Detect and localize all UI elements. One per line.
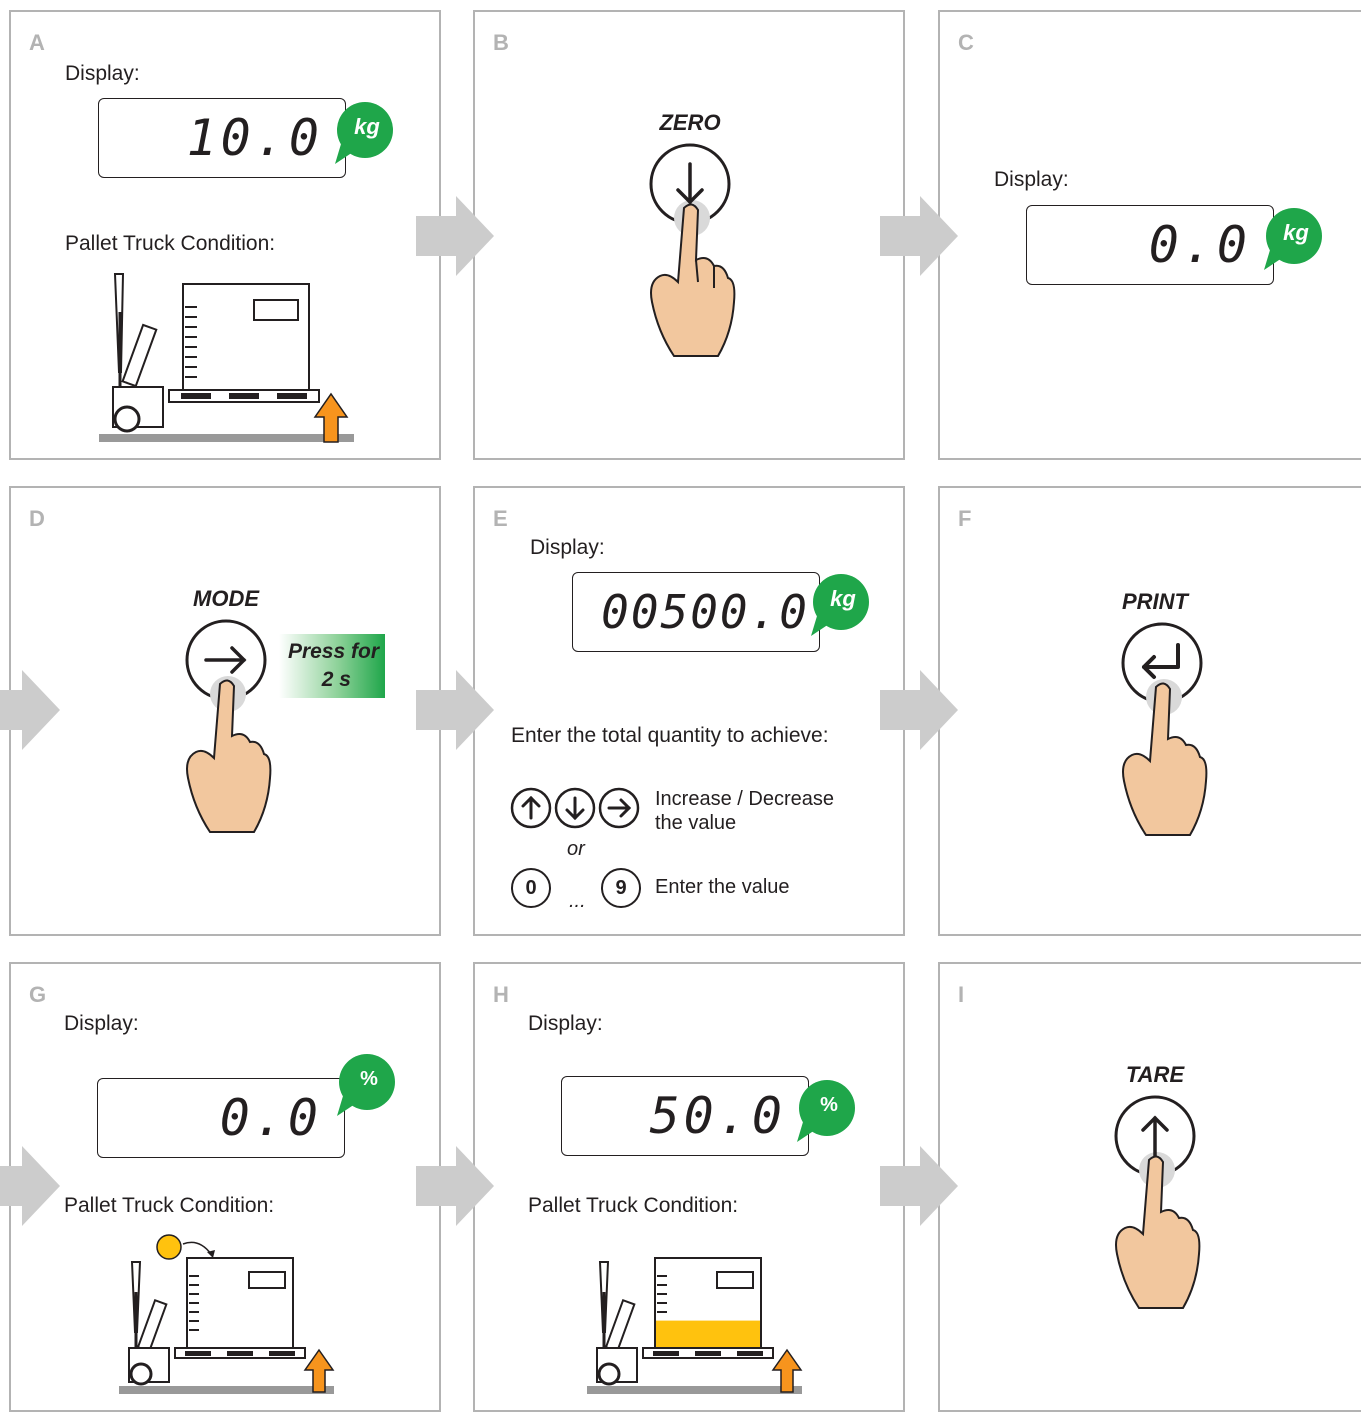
increase-decrease-text: Increase / Decrease	[655, 788, 834, 811]
flow-arrow-g-h	[416, 1146, 496, 1226]
unit-text: %	[797, 1072, 861, 1138]
key-nine-label: 9	[615, 877, 626, 900]
panel-letter: H	[493, 982, 509, 1008]
flow-arrow-c-d	[0, 670, 62, 750]
zero-button[interactable]	[648, 142, 738, 372]
key-zero[interactable]: 0	[511, 868, 551, 908]
display-label: Display:	[528, 1012, 603, 1036]
pallet-truck-illustration	[587, 1232, 817, 1402]
display-label: Display:	[994, 168, 1069, 192]
fill-level	[656, 1321, 760, 1347]
scale-display: 50.0	[561, 1076, 809, 1156]
display-value: 10.0	[187, 99, 323, 177]
tare-button[interactable]	[1113, 1094, 1203, 1314]
pallet-truck-illustration	[119, 1232, 349, 1402]
display-label: Display:	[64, 1012, 139, 1036]
display-value: 50.0	[650, 1077, 786, 1155]
press-duration-badge: Press for 2 s	[279, 634, 385, 698]
key-zero-label: 0	[525, 877, 536, 900]
panel-letter: E	[493, 506, 508, 532]
truck-condition-label: Pallet Truck Condition:	[528, 1194, 738, 1218]
unit-bubble: kg	[1260, 206, 1324, 272]
display-value: 0.0	[220, 1079, 322, 1157]
panel-letter: F	[958, 506, 971, 532]
arrow-keys-group	[509, 786, 645, 830]
press-time-text: 2 s	[279, 668, 351, 692]
unit-text: %	[337, 1046, 401, 1112]
display-value: 0.0	[1149, 206, 1251, 284]
display-label: Display:	[65, 62, 140, 86]
press-for-text: Press for	[279, 640, 379, 664]
arrow-down-icon[interactable]	[556, 789, 594, 827]
panel-letter: D	[29, 506, 45, 532]
unit-text: kg	[335, 94, 399, 160]
enter-value-text: Enter the value	[655, 876, 790, 899]
panel-letter: I	[958, 982, 964, 1008]
display-label: Display:	[530, 536, 605, 560]
flow-arrow-e-f	[880, 670, 960, 750]
truck-condition-label: Pallet Truck Condition:	[64, 1194, 274, 1218]
panel-f: F PRINT	[938, 486, 1361, 936]
flow-arrow-b-c	[880, 196, 960, 276]
unit-bubble: %	[793, 1078, 857, 1144]
arrow-right-icon[interactable]	[600, 789, 638, 827]
panel-b: B ZERO	[473, 10, 905, 460]
panel-a: A Display: 10.0 kg Pallet Truck Conditio…	[9, 10, 441, 460]
truck-condition-label: Pallet Truck Condition:	[65, 232, 275, 256]
panel-h: H Display: 50.0 % Pallet Truck Condition…	[473, 962, 905, 1412]
tare-button-label: TARE	[1105, 1062, 1205, 1088]
panel-letter: A	[29, 30, 45, 56]
scale-display: 0.0	[97, 1078, 345, 1158]
key-nine[interactable]: 9	[601, 868, 641, 908]
panel-letter: G	[29, 982, 46, 1008]
panel-d: D MODE Press for 2 s	[9, 486, 441, 936]
panel-e: E Display: 00500.0 kg Enter the total qu…	[473, 486, 905, 936]
scale-display: 0.0	[1026, 205, 1274, 285]
flow-arrow-a-b	[416, 196, 496, 276]
panel-i: I TARE	[938, 962, 1361, 1412]
mode-button-label: MODE	[176, 586, 276, 612]
or-text: or	[567, 838, 585, 861]
zero-button-label: ZERO	[640, 110, 740, 136]
unit-bubble: kg	[807, 572, 871, 638]
print-button[interactable]	[1120, 621, 1210, 841]
unit-text: kg	[811, 566, 875, 632]
arrow-up-icon[interactable]	[512, 789, 550, 827]
panel-g: G Display: 0.0 % Pallet Truck Condition:	[9, 962, 441, 1412]
mode-button[interactable]	[184, 618, 274, 838]
panel-letter: C	[958, 30, 974, 56]
scale-display: 00500.0	[572, 572, 820, 652]
ellipsis-text: ...	[569, 890, 586, 913]
flow-arrow-f-g	[0, 1146, 62, 1226]
unit-bubble: kg	[331, 100, 395, 166]
instruction-text: Enter the total quantity to achieve:	[511, 724, 829, 748]
the-value-text: the value	[655, 812, 736, 835]
panel-c: C Display: 0.0 kg	[938, 10, 1361, 460]
panel-letter: B	[493, 30, 509, 56]
pallet-truck-illustration	[99, 272, 359, 447]
print-button-label: PRINT	[1105, 589, 1205, 615]
unit-text: kg	[1264, 200, 1328, 266]
flow-arrow-d-e	[416, 670, 496, 750]
display-value: 00500.0	[601, 573, 809, 651]
flow-arrow-h-i	[880, 1146, 960, 1226]
unit-bubble: %	[333, 1052, 397, 1118]
scale-display: 10.0	[98, 98, 346, 178]
